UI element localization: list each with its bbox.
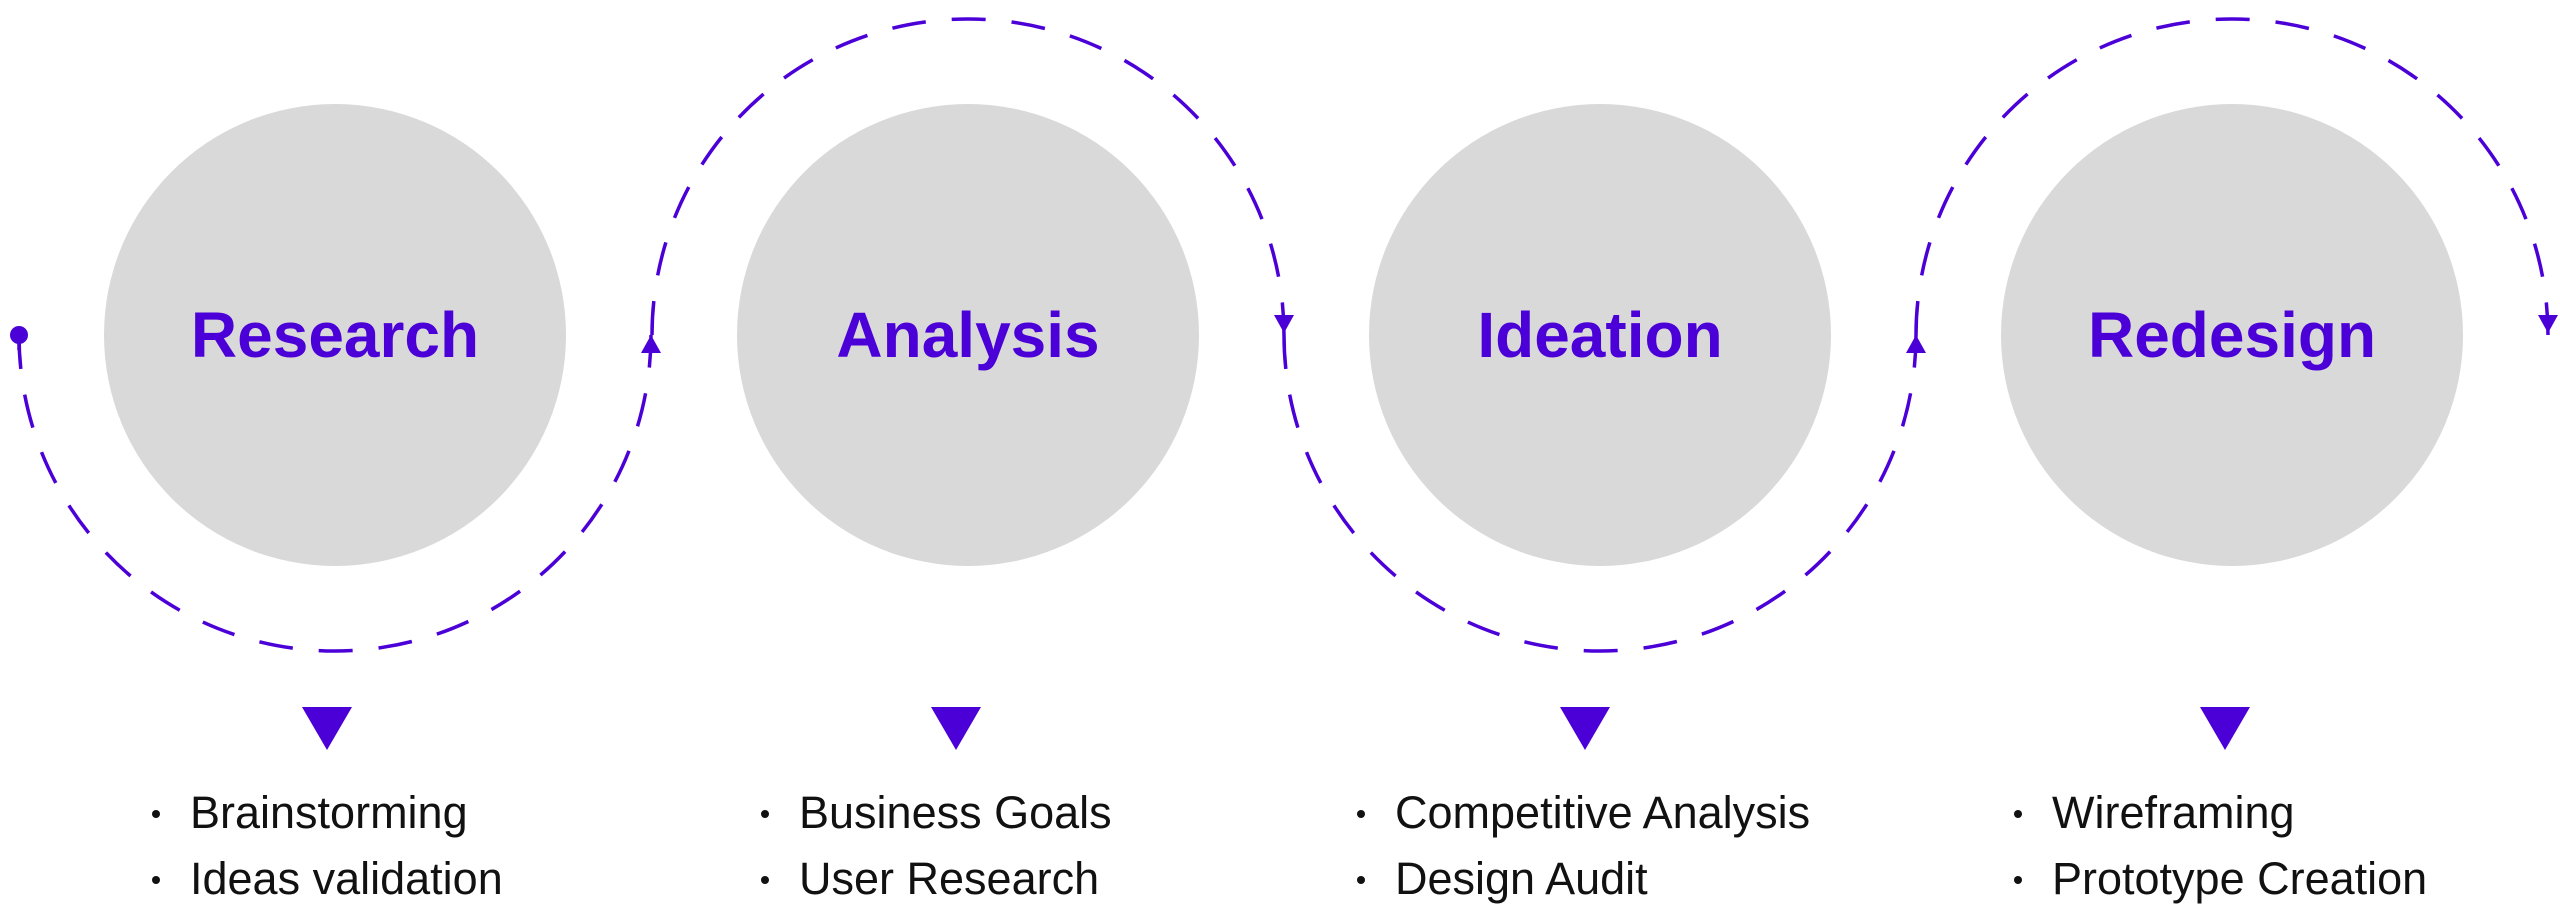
stage-circle-research: [104, 104, 566, 566]
bullet-text: Ideas validation: [190, 853, 503, 904]
dashed-connector-arc: [650, 17, 1286, 336]
bullet-item: Ideas validation: [152, 846, 503, 912]
bullet-text: Brainstorming: [190, 787, 468, 838]
bullet-dot-icon: [152, 810, 160, 818]
bullet-dot-icon: [1357, 876, 1365, 884]
dashed-connector-arc: [1282, 334, 1918, 653]
bullet-text: User Research: [799, 853, 1100, 904]
stage-circle-redesign: [2001, 104, 2463, 566]
arrow-up-icon: [1906, 335, 1926, 353]
dashed-connector-arc: [1914, 17, 2550, 336]
arrow-down-icon: [1274, 315, 1294, 333]
stage-title: Ideation: [1477, 299, 1723, 371]
arrow-up-icon: [641, 335, 661, 353]
bullet-item: Design Audit: [1357, 846, 1810, 912]
bullet-text: Design Audit: [1395, 853, 1648, 904]
bullet-dot-icon: [1357, 810, 1365, 818]
bullet-text: Prototype Creation: [2052, 853, 2428, 904]
stage-title: Research: [190, 299, 480, 371]
bullet-dot-icon: [2014, 876, 2022, 884]
bullet-item: Prototype Creation: [2014, 846, 2427, 912]
bullet-text: Business Goals: [799, 787, 1112, 838]
bullet-text: Competitive Analysis: [1395, 787, 1811, 838]
bullet-item: Brainstorming: [152, 780, 503, 846]
bullet-dot-icon: [2014, 810, 2022, 818]
arrow-down-icon: [2538, 315, 2558, 333]
stage-title: Analysis: [836, 299, 1100, 371]
bullet-dot-icon: [761, 876, 769, 884]
pointer-down-icon: [302, 707, 352, 750]
bullet-dot-icon: [761, 810, 769, 818]
stage-circle-ideation: [1369, 104, 1831, 566]
pointer-down-icon: [1560, 707, 1610, 750]
stage-circle-analysis: [737, 104, 1199, 566]
stage-title: Redesign: [2087, 299, 2377, 371]
bullet-item: User Research: [761, 846, 1112, 912]
bullet-item: Wireframing: [2014, 780, 2427, 846]
bullet-item: Business Goals: [761, 780, 1112, 846]
pointer-down-icon: [2200, 707, 2250, 750]
pointer-down-icon: [931, 707, 981, 750]
bullet-text: Wireframing: [2052, 787, 2295, 838]
bullet-dot-icon: [152, 876, 160, 884]
dashed-connector-arc: [17, 334, 653, 653]
bullet-item: Competitive Analysis: [1357, 780, 1810, 846]
